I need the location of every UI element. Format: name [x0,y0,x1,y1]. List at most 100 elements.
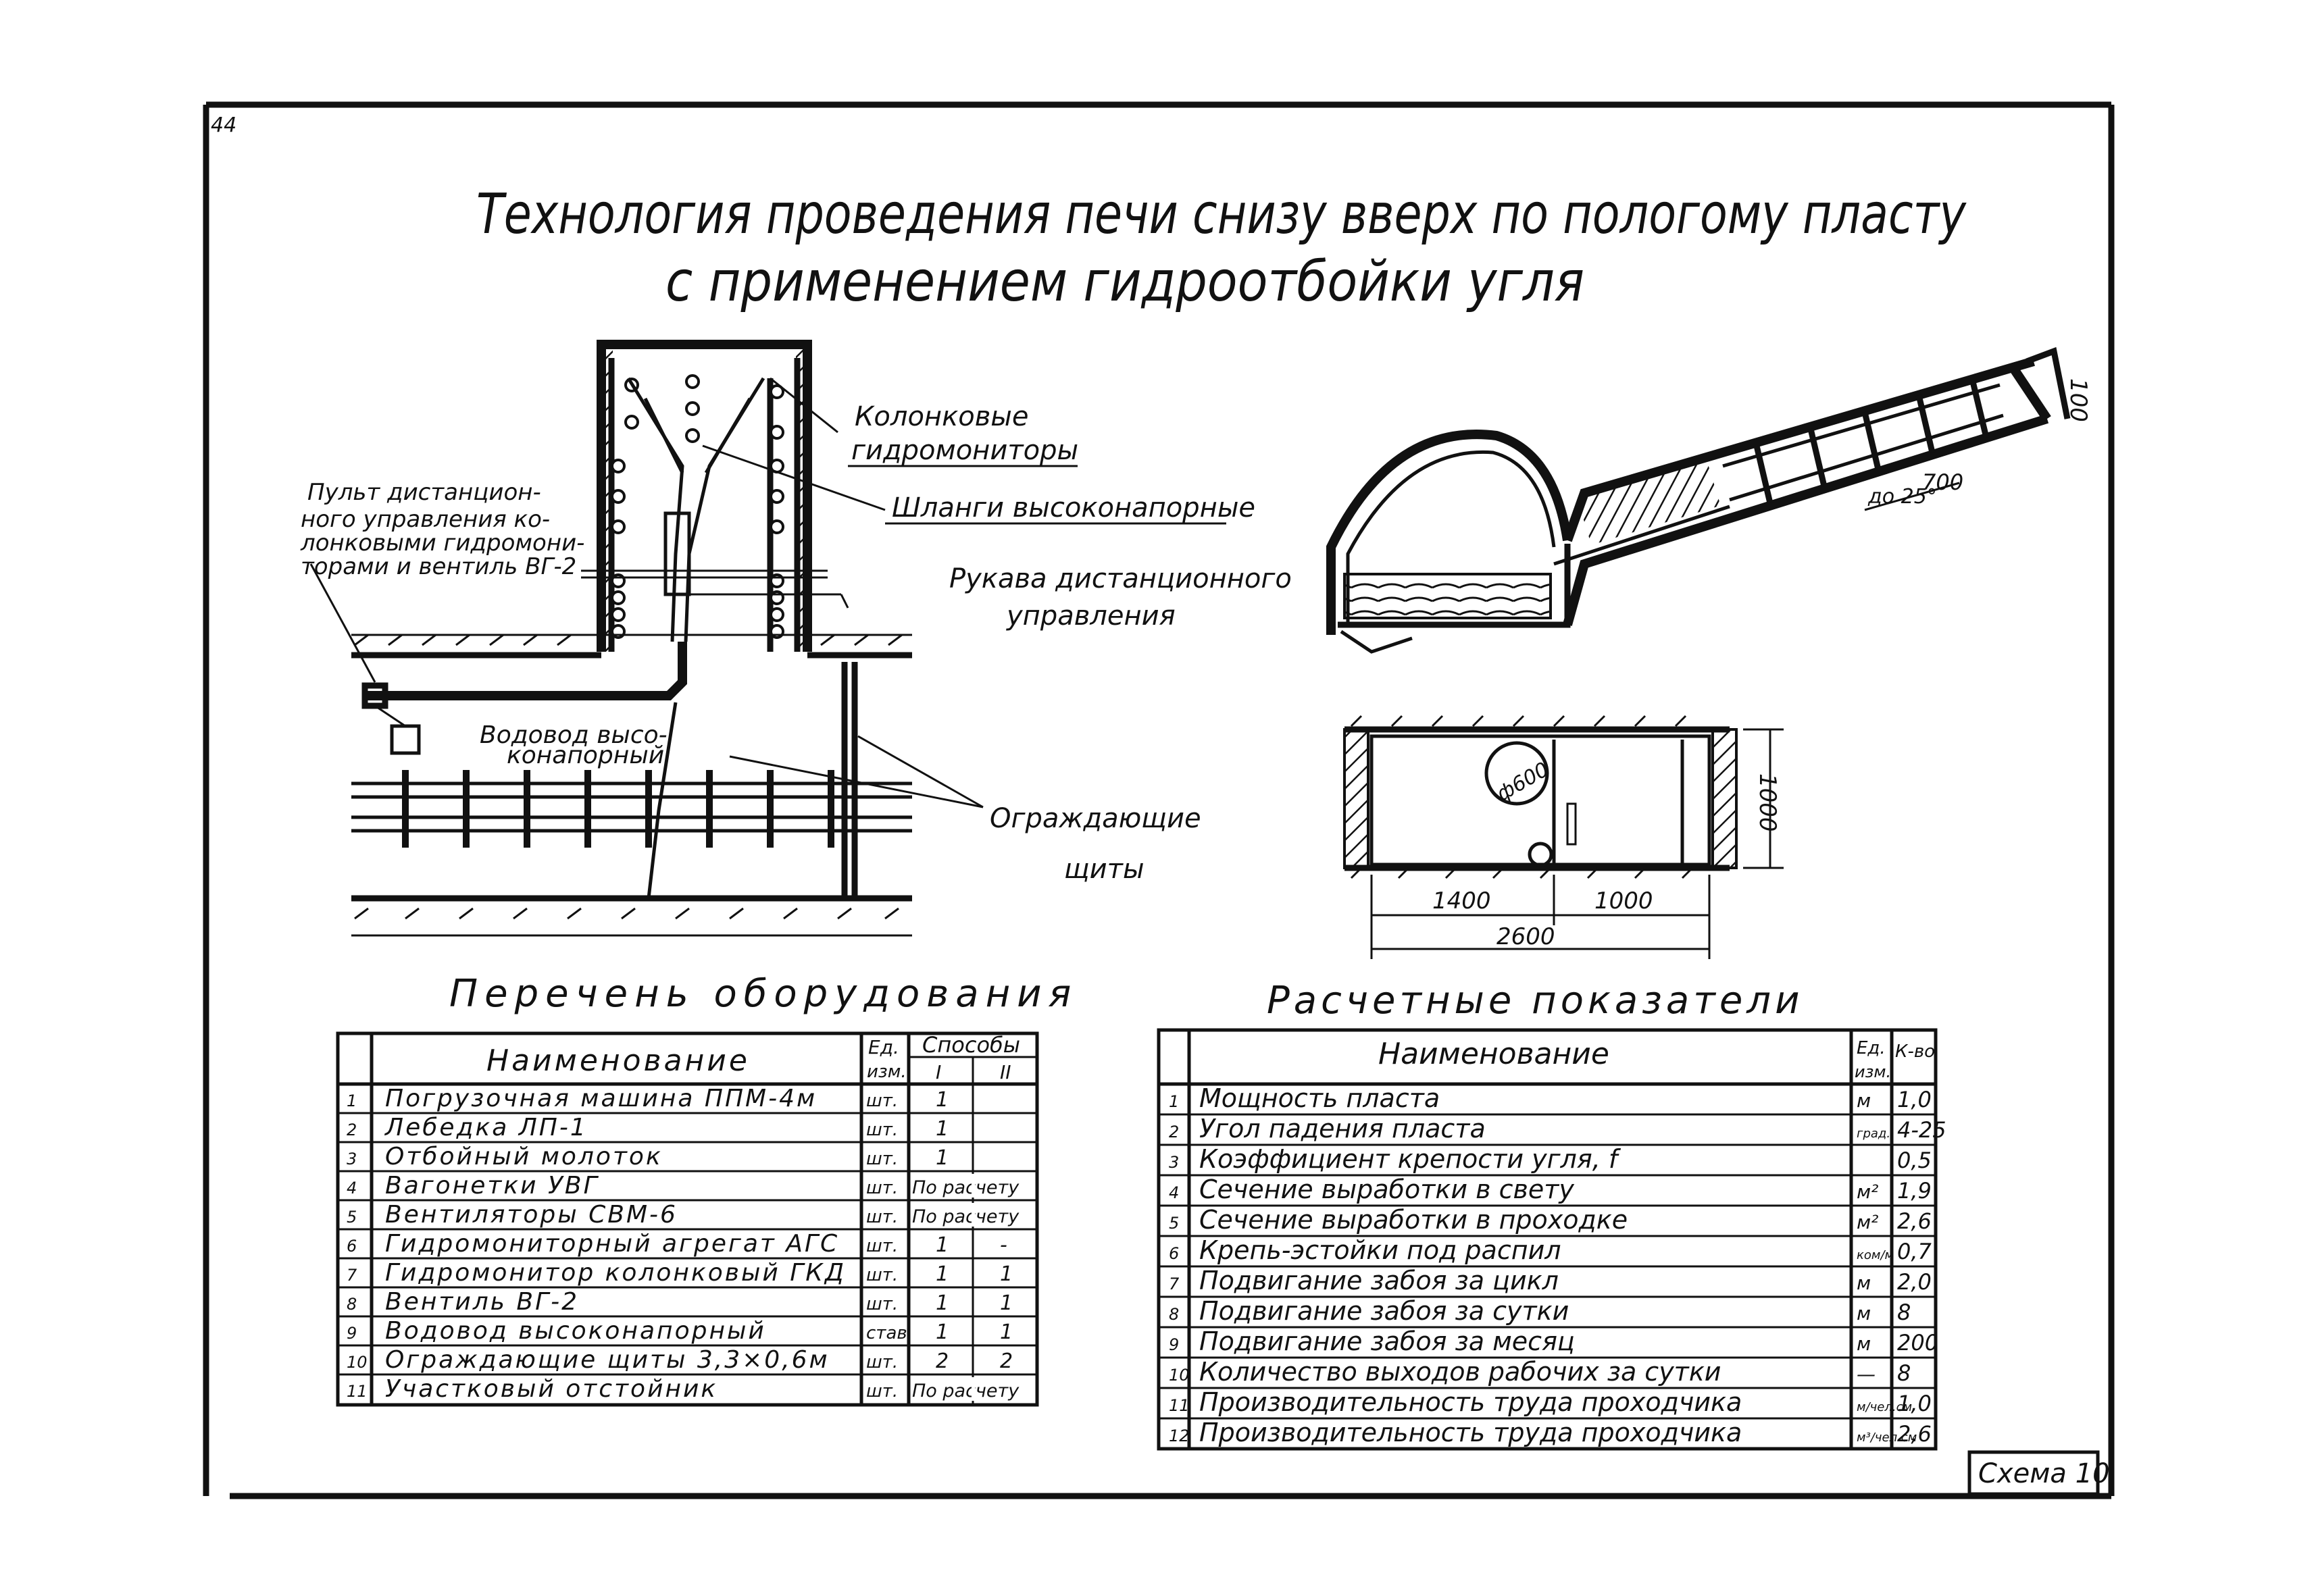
equipment-row-method-1: По расчету [912,1381,1020,1401]
equipment-row-number: 8 [347,1295,357,1314]
label-pipe-1: Водовод высо- [480,721,668,749]
equipment-row-unit: шт. [866,1381,898,1401]
indicator-row-name: Крепь-эстойки под распил [1199,1235,1561,1265]
indicator-row-unit: м³/чел.см [1857,1431,1917,1445]
equipment-row-method-2: - [1000,1233,1007,1257]
dim-w-1400: 1400 [1432,887,1491,915]
equipment-row-number: 3 [347,1150,357,1168]
indicators-col-value: К-во [1895,1041,1935,1062]
equipment-row-number: 6 [347,1237,357,1256]
indicators-table: Расчетные показатели Наименование Ед. из… [1157,979,1946,1451]
indicator-row-name: Производительность труда проходчика [1199,1418,1742,1447]
equipment-row-method-1: 1 [936,1117,949,1141]
indicator-row-value: 1,0 [1897,1087,1932,1112]
label-hoses: Шланги высоконапорные [892,492,1255,523]
indicator-row-value: 2,0 [1897,1269,1932,1295]
indicator-row-number: 3 [1169,1153,1179,1172]
indicator-row-number: 4 [1169,1183,1179,1202]
equipment-row-method-1: По расчету [912,1177,1020,1198]
indicator-row-name: Подвигание забоя за месяц [1199,1327,1575,1356]
title-line-2: с применением гидроотбойки угля [665,250,1584,314]
equipment-row-method-2: 1 [1000,1320,1013,1344]
equipment-row-number: 9 [347,1324,357,1343]
equipment-table: Перечень оборудования Наименование Ед. и… [336,972,1078,1407]
equipment-row-unit: став [866,1323,907,1343]
equipment-row-unit: шт. [866,1294,898,1314]
equipment-row-unit: шт. [866,1120,898,1140]
equipment-row-name: Отбойный молоток [385,1143,663,1170]
scheme-stamp: Схема 10 [1967,1450,2110,1496]
indicator-row-name: Угол падения пласта [1199,1114,1486,1143]
indicator-row-value: 1,9 [1897,1178,1932,1204]
dim-w-2600: 2600 [1496,923,1555,950]
equipment-row-number: 7 [347,1266,357,1285]
indicator-row-number: 5 [1169,1214,1179,1233]
equipment-col-m2: II [1000,1061,1011,1083]
dim-w-1000: 1000 [1594,887,1653,915]
indicator-row-name: Мощность пласта [1199,1083,1440,1113]
equipment-row-method-1: 1 [936,1146,949,1170]
equipment-row-number: 10 [347,1353,368,1372]
equipment-heading: Перечень оборудования [449,972,1078,1016]
equipment-col-unit-2: изм. [867,1062,907,1082]
label-monitors-1: Колонковые [855,401,1028,432]
indicator-row-name: Сечение выработки в проходке [1199,1205,1628,1235]
indicator-row-unit: м/чел.см [1857,1400,1912,1414]
equipment-row-unit: шт. [866,1236,898,1256]
indicator-row-name: Подвигание забоя за сутки [1199,1296,1569,1326]
equipment-row-unit: шт. [866,1352,898,1372]
label-sleeves-1: Рукава дистанционного [949,563,1292,594]
label-console-2: ного управления ко- [301,506,550,533]
indicator-row-number: 6 [1169,1244,1179,1263]
indicator-row-name: Коэффициент крепости угля, f [1199,1144,1621,1174]
dim-h-1000: 1000 [1754,773,1781,832]
equipment-row-number: 11 [347,1382,368,1401]
sheet-frame: 44 [203,101,2115,1499]
indicators-col-unit-2: изм. [1855,1062,1891,1081]
indicator-row-value: 8 [1897,1299,1911,1325]
equipment-col-name: Наименование [486,1044,750,1078]
indicator-row-value: 8 [1897,1360,1911,1386]
equipment-row-method-2: 2 [1000,1349,1013,1373]
indicator-row-name: Производительность труда проходчика [1199,1387,1742,1417]
indicator-row-value: 0,5 [1897,1148,1932,1173]
equipment-row-unit: шт. [866,1178,898,1198]
equipment-row-name: Лебедка ЛП-1 [384,1114,588,1141]
indicator-row-number: 10 [1169,1366,1190,1385]
indicator-row-number: 12 [1169,1426,1190,1445]
indicator-row-name: Подвигание забоя за цикл [1199,1266,1559,1295]
dim-dia: ф600 [1492,758,1553,806]
indicator-row-value: 200 [1897,1330,1938,1356]
indicator-row-unit: м² [1857,1181,1878,1203]
indicator-row-unit: м [1857,1333,1871,1355]
equipment-row-method-1: По расчету [912,1206,1020,1227]
boreholes [611,374,784,639]
indicator-row-value: 1,0 [1897,1391,1932,1416]
indicator-row-name: Количество выходов рабочих за сутки [1199,1357,1721,1387]
scheme-label: Схема 10 [1978,1458,2110,1489]
seam-cross-section: 100 700 до 25° [1326,346,2092,654]
equipment-row-unit: шт. [866,1149,898,1169]
rock-hatching [354,634,903,920]
plan-view-diagram: Колонковые гидромониторы Шланги высокона… [300,340,1292,937]
equipment-row-unit: шт. [866,1207,898,1227]
title-block: Технология проведения печи снизу вверх п… [476,182,1967,314]
equipment-row-method-2: 1 [1000,1291,1013,1315]
indicator-row-name: Сечение выработки в свету [1199,1175,1574,1204]
equipment-row-name: Погрузочная машина ППМ-4м [385,1085,817,1112]
equipment-row-unit: шт. [866,1091,898,1111]
equipment-row-name: Гидромонитор колонковый ГКД [385,1259,846,1287]
equipment-row-number: 4 [347,1179,357,1198]
equipment-row-name: Участковый отстойник [385,1375,718,1403]
indicator-row-value: 0,7 [1897,1239,1932,1264]
equipment-row-method-1: 2 [936,1349,949,1373]
dim-100: 100 [2065,378,2092,422]
title-line-1: Технология проведения печи снизу вверх п… [476,182,1967,247]
indicator-row-number: 7 [1169,1275,1180,1293]
indicator-row-unit: м [1857,1272,1871,1294]
label-console-4: торами и вентиль ВГ-2 [301,553,576,580]
label-monitors-2: гидромониторы [851,435,1078,466]
indicator-row-number: 2 [1169,1123,1179,1141]
equipment-row-unit: шт. [866,1265,898,1285]
